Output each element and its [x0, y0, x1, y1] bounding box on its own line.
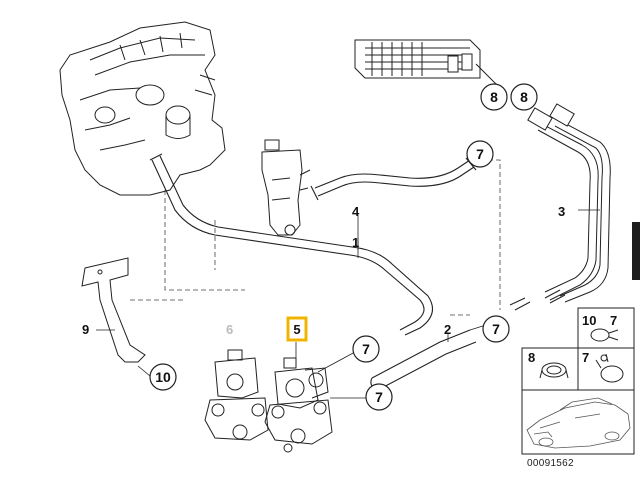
legend-grid [521, 307, 635, 455]
svg-text:10: 10 [155, 369, 171, 385]
part-label-3: 3 [558, 204, 565, 219]
svg-text:7: 7 [476, 146, 484, 162]
callout-7-bottom: 7 [365, 383, 393, 411]
svg-text:7: 7 [375, 389, 383, 405]
callout-7-lower: 7 [482, 315, 510, 343]
part-label-9: 9 [82, 322, 89, 337]
legend-label-10: 10 [582, 313, 596, 328]
part-label-2: 2 [444, 322, 451, 337]
edge-bar [632, 222, 640, 280]
svg-text:7: 7 [362, 341, 370, 357]
clamp-icon-large [590, 328, 619, 342]
hose-clamp-icon [539, 362, 569, 379]
valve-5 [264, 357, 333, 453]
reference-lines [130, 159, 501, 316]
legend-label-8: 8 [528, 350, 535, 365]
legend-label-7b: 7 [582, 350, 589, 365]
leader-lines [96, 84, 600, 399]
hose-1 [149, 153, 434, 336]
callout-7-top: 7 [466, 140, 494, 168]
svg-text:7: 7 [492, 321, 500, 337]
callout-8a: 8 [480, 83, 508, 111]
legend-label-7a: 7 [610, 313, 617, 328]
expansion-tank [261, 139, 311, 236]
callout-7-mid: 7 [352, 335, 380, 363]
part-label-5-highlight: 5 [286, 316, 308, 342]
bracket-9 [81, 257, 146, 363]
svg-text:8: 8 [520, 89, 528, 105]
document-id: 00091562 [527, 458, 574, 469]
hose-3 [509, 103, 611, 311]
hose-2 [370, 329, 477, 391]
svg-text:5: 5 [293, 322, 300, 337]
valve-6 [204, 349, 269, 441]
car-silhouette-icon [526, 397, 631, 449]
svg-text:8: 8 [490, 89, 498, 105]
hose-4 [310, 157, 477, 201]
callout-10: 10 [149, 363, 177, 391]
part-label-1: 1 [352, 235, 359, 250]
part-label-4: 4 [352, 204, 360, 219]
callout-8b: 8 [510, 83, 538, 111]
spring-clamp-icon [595, 353, 624, 383]
heater-core [354, 39, 501, 89]
part-label-6: 6 [226, 322, 233, 337]
engine-block [59, 21, 226, 196]
